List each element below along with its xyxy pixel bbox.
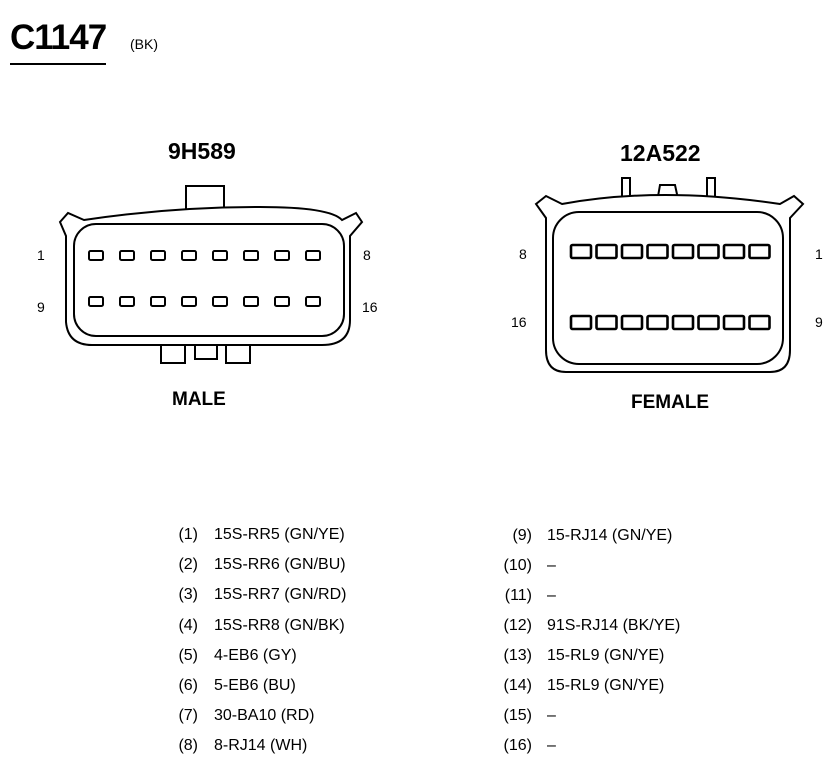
male-pin-cavity [119, 250, 135, 261]
male-pin-cavity [150, 296, 166, 307]
male-pin-cavity [274, 296, 290, 307]
pin-number: (7) [178, 707, 198, 724]
pin-circuit: – [547, 707, 556, 724]
female-pin-cavity [722, 243, 746, 260]
connector-diagrams [58, 177, 805, 373]
pin-number: (12) [503, 617, 532, 634]
male-pin-cavity [181, 296, 197, 307]
female-pin-cavity [646, 243, 669, 260]
male-pin-cavity [243, 296, 259, 307]
pin-circuit: 15S-RR7 (GN/RD) [214, 586, 347, 603]
pin-circuit: 8-RJ14 (WH) [214, 737, 308, 754]
male-pin-cavity [212, 250, 228, 261]
male-pin-cavity [88, 296, 104, 307]
pin-circuit: – [547, 557, 556, 574]
female-pin-cavity [697, 314, 720, 331]
pin-number: (14) [503, 677, 532, 694]
female-pin-label-bottom-right: 9 [815, 314, 823, 330]
pin-circuit: – [547, 587, 556, 604]
pin-number: (4) [178, 617, 198, 634]
pin-number: (11) [504, 587, 532, 604]
female-pin-cavity [595, 243, 618, 260]
pin-circuit: 15-RL9 (GN/YE) [547, 647, 665, 664]
male-pin-cavity [243, 250, 259, 261]
female-part-number: 12A522 [620, 140, 701, 166]
male-pin-label-top-left: 1 [37, 247, 45, 263]
female-pin-cavity [722, 314, 746, 331]
female-label: FEMALE [631, 392, 710, 413]
pin-circuit: 15-RL9 (GN/YE) [547, 677, 665, 694]
male-pin-cavity [150, 250, 166, 261]
pin-circuit: 91S-RJ14 (BK/YE) [547, 617, 681, 634]
female-pin-cavity [646, 314, 669, 331]
female-pin-cavities [569, 243, 771, 331]
female-pin-cavity [620, 314, 644, 331]
connector-id: C1147 [10, 18, 107, 57]
connector-color-code: (BK) [130, 36, 158, 52]
pin-number: (15) [503, 707, 532, 724]
female-pin-cavity [748, 314, 771, 331]
male-pin-label-bottom-left: 9 [37, 299, 45, 315]
male-pin-cavity [305, 250, 321, 261]
male-pin-cavity [119, 296, 135, 307]
pin-circuit: – [547, 737, 556, 754]
female-pin-label-top-right: 1 [815, 246, 823, 262]
female-pin-cavity [671, 314, 695, 331]
pin-circuit: 15S-RR6 (GN/BU) [214, 556, 346, 573]
male-pin-cavity [88, 250, 104, 261]
pin-number: (8) [178, 737, 198, 754]
pin-circuit: 15S-RR8 (GN/BK) [214, 617, 345, 634]
pin-circuit: 15-RJ14 (GN/YE) [547, 527, 673, 544]
title-underline [10, 63, 106, 65]
female-pin-cavity [671, 243, 695, 260]
female-pin-cavity [569, 243, 593, 260]
male-pin-cavities [88, 250, 321, 307]
pin-number: (6) [178, 677, 198, 694]
male-label: MALE [172, 389, 226, 410]
male-connector-drawing [58, 185, 364, 364]
pin-number: (3) [178, 586, 198, 603]
male-pin-cavity [305, 296, 321, 307]
pin-circuit: 15S-RR5 (GN/YE) [214, 526, 345, 543]
pin-number: (9) [512, 527, 532, 544]
male-pin-cavity [212, 296, 228, 307]
female-pin-cavity [595, 314, 618, 331]
male-pin-label-bottom-right: 16 [362, 299, 378, 315]
pin-circuit: 30-BA10 (RD) [214, 707, 315, 724]
female-pin-cavity [620, 243, 644, 260]
male-pin-label-top-right: 8 [363, 247, 371, 263]
female-connector-drawing [534, 177, 805, 373]
pin-number: (16) [503, 737, 532, 754]
female-pin-cavity [569, 314, 593, 331]
female-pin-cavity [748, 243, 771, 260]
pin-circuit: 5-EB6 (BU) [214, 677, 296, 694]
male-pin-cavity [274, 250, 290, 261]
pin-number: (10) [503, 557, 532, 574]
male-part-number: 9H589 [168, 138, 236, 164]
pin-number: (1) [178, 526, 198, 543]
male-pin-cavity [181, 250, 197, 261]
pin-number: (5) [178, 647, 198, 664]
female-pin-cavity [697, 243, 720, 260]
female-pin-label-bottom-left: 16 [511, 314, 527, 330]
female-pin-label-top-left: 8 [519, 246, 527, 262]
pin-number: (2) [178, 556, 198, 573]
pin-circuit: 4-EB6 (GY) [214, 647, 297, 664]
pin-number: (13) [503, 647, 532, 664]
